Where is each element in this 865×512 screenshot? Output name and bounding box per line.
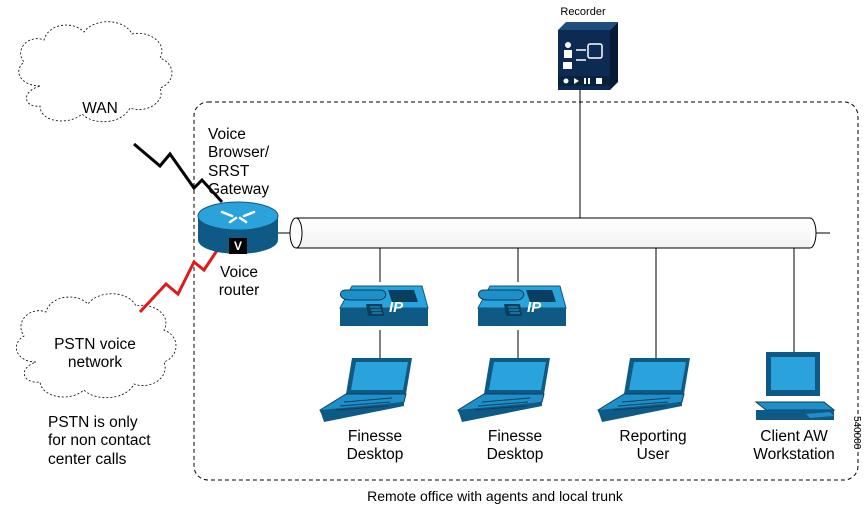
endpoint-line1: Finesse — [487, 428, 543, 445]
router-badge: V — [233, 239, 242, 253]
pstn-note-line1: PSTN is only — [48, 414, 138, 431]
phone-ip-badge: IP — [527, 299, 542, 316]
pstn-cloud-icon — [15, 293, 177, 399]
endpoint-line1: Client AW — [760, 428, 828, 445]
recorder-label: Recorder — [560, 6, 606, 18]
pstn-note-line3: center calls — [48, 450, 127, 468]
laptop-icon — [319, 358, 412, 422]
pstn-label-line1: PSTN voice — [54, 336, 136, 353]
router-line1: Voice — [220, 264, 258, 281]
ip-phone-icon — [339, 285, 429, 326]
recorder-icon — [558, 22, 618, 90]
endpoint-label: Reporting User — [598, 428, 708, 465]
endpoint-line2: Workstation — [753, 446, 835, 464]
endpoint-label: Finesse Desktop — [470, 428, 560, 465]
pstn-note-line2: for non contact — [48, 432, 151, 450]
gateway-line3: SRST — [208, 162, 250, 180]
phone-ip-badge: IP — [389, 299, 404, 316]
endpoint-line2: Desktop — [486, 446, 544, 464]
laptop-icon — [457, 358, 550, 422]
voice-router-icon — [197, 201, 279, 254]
pstn-note: PSTN is only for non contact center call… — [48, 414, 188, 469]
endpoint-label: Finesse Desktop — [330, 428, 420, 465]
endpoint-label: Client AW Workstation — [738, 428, 850, 465]
laptop-icon — [597, 358, 690, 422]
endpoint-line2: User — [636, 446, 670, 464]
ethernet-cable — [276, 217, 830, 249]
endpoint-line1: Finesse — [347, 428, 403, 445]
diagram-caption: Remote office with agents and local trun… — [367, 488, 623, 504]
figure-id: 540000 — [851, 416, 862, 450]
wan-label: WAN — [82, 100, 118, 117]
ip-phone-icon — [477, 285, 567, 326]
gateway-line1: Voice — [208, 126, 246, 143]
wan-link — [133, 142, 224, 204]
gateway-line2: Browser/ — [208, 144, 270, 162]
router-line2: router — [218, 282, 260, 300]
router-label: Voice router — [204, 264, 274, 301]
gateway-line4: Gateway — [208, 180, 270, 198]
pstn-link — [138, 245, 222, 314]
remote-office-boundary — [193, 101, 859, 481]
endpoint-line1: Reporting — [619, 428, 687, 445]
gateway-label: Voice Browser/ SRST Gateway — [208, 126, 298, 199]
pstn-label-line2: network — [67, 354, 123, 372]
pstn-cloud-label: PSTN voice network — [30, 336, 160, 373]
endpoint-line2: Desktop — [346, 446, 404, 464]
wan-cloud-icon — [18, 21, 173, 122]
workstation-icon — [754, 352, 836, 420]
